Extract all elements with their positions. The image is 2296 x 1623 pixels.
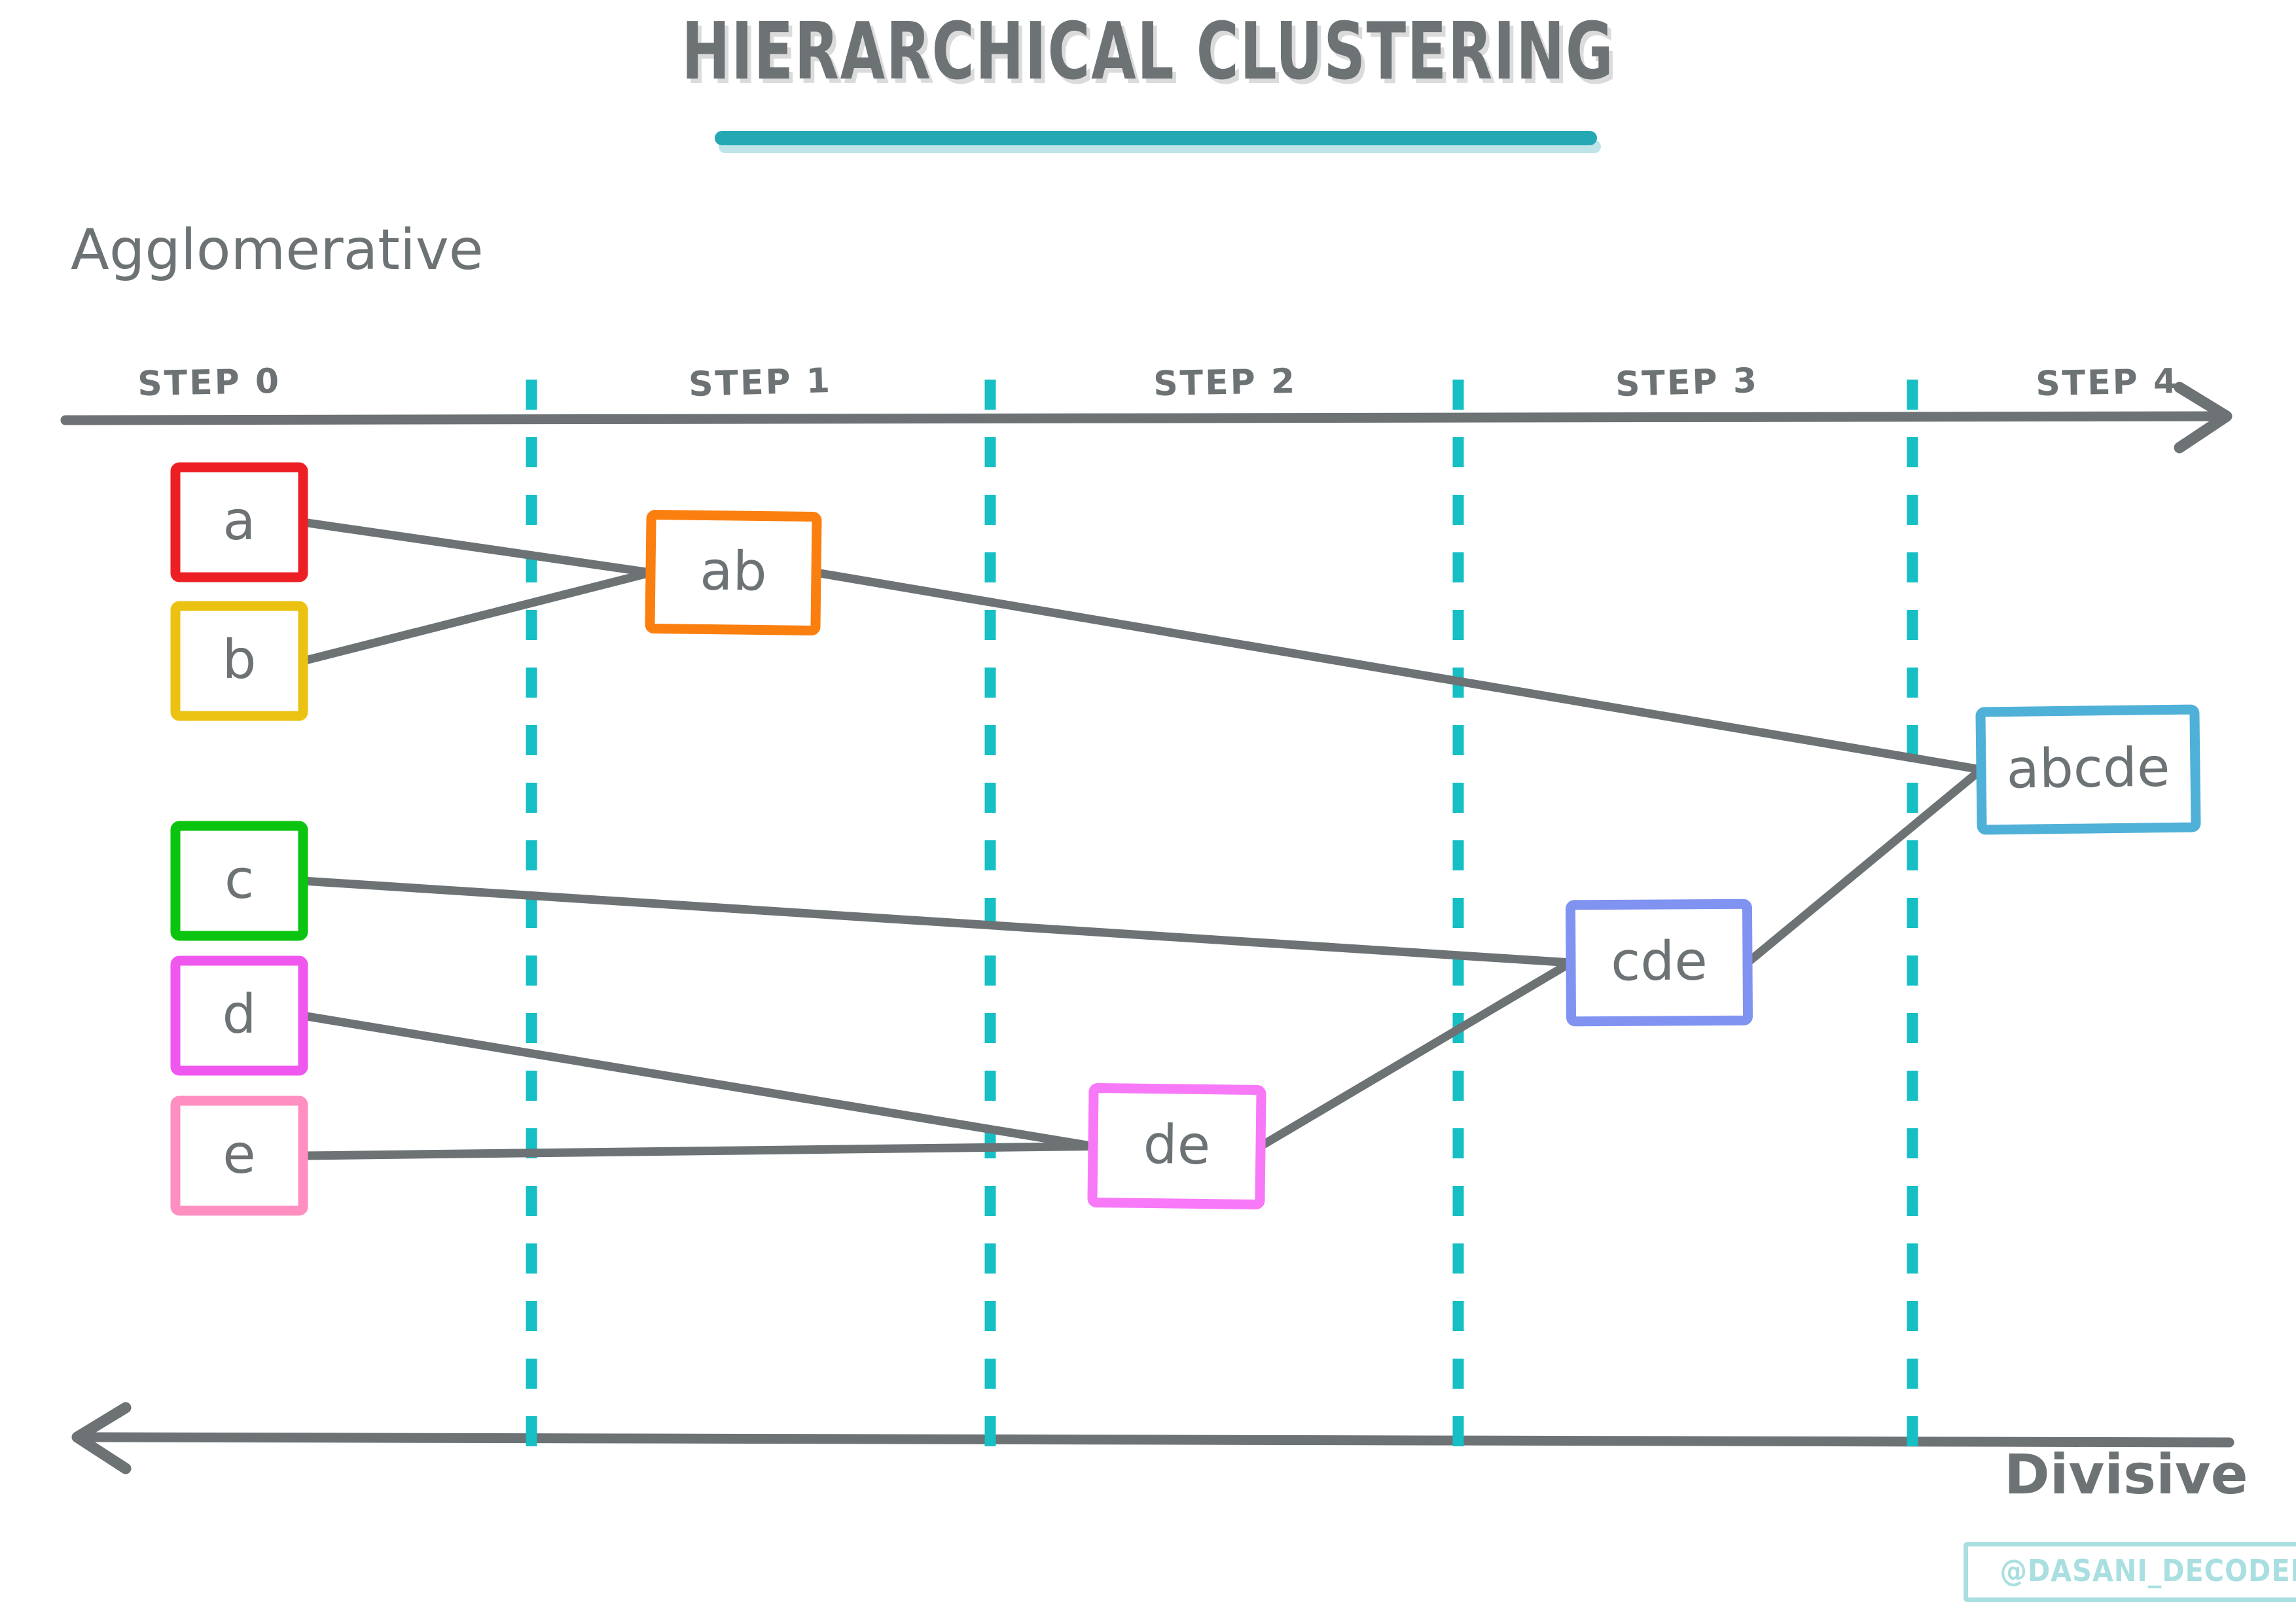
link-e-to-de (298, 1142, 1098, 1160)
step-label-4: STEP 4 (2036, 362, 2179, 404)
agglomerative-label: Agglomerative (71, 217, 484, 283)
step-label-1: STEP 1 (688, 361, 832, 404)
title-underline (715, 131, 1601, 153)
cluster-node-box-abcde (1975, 704, 2201, 835)
cluster-node-ab[interactable]: ab (645, 510, 822, 635)
cluster-node-label-ab: ab (700, 540, 767, 603)
cluster-node-label-a: a (223, 490, 255, 552)
cluster-node-label-e: e (223, 1124, 255, 1186)
cluster-node-box-c (170, 821, 308, 941)
link-cde-to-abcde (1743, 765, 1986, 967)
watermark-text: @DASANI_DECODED (2000, 1553, 2296, 1588)
step-labels: STEP 0 STEP 1 STEP 2 STEP 3 STEP 4 (137, 361, 2179, 404)
link-b-to-ab (298, 568, 655, 666)
page-title-text: HIERARCHICAL CLUSTERING (681, 7, 1615, 98)
step-label-2: STEP 2 (1153, 362, 1297, 404)
cluster-node-abcde[interactable]: abcde (1975, 704, 2201, 835)
cluster-node-box-cde (1565, 899, 1753, 1027)
cluster-node-box-b (170, 601, 308, 721)
divisive-label: Divisive (2004, 1442, 2248, 1507)
watermark: @DASANI_DECODED (1964, 1542, 2296, 1602)
cluster-node-box-d (170, 955, 308, 1076)
step-label-0: STEP 0 (137, 362, 281, 404)
top-axis (60, 382, 2233, 454)
cluster-node-label-d: d (222, 984, 256, 1046)
cluster-node-c[interactable]: c (170, 821, 308, 941)
agglomerative-label-text: Agglomerative (71, 217, 484, 283)
link-c-to-cde (298, 876, 1575, 967)
cluster-node-label-cde: cde (1611, 931, 1708, 993)
cluster-node-box-ab (645, 510, 822, 635)
bottom-axis (71, 1402, 2234, 1474)
cluster-node-label-c: c (224, 849, 254, 911)
link-a-to-ab (298, 518, 655, 577)
link-d-to-de (298, 1011, 1098, 1150)
cluster-node-de[interactable]: de (1087, 1083, 1266, 1209)
top-axis-arrowhead (2174, 382, 2233, 454)
cluster-node-box-e (170, 1096, 308, 1216)
bottom-axis-line (77, 1432, 2234, 1448)
cluster-node-label-abcde: abcde (2006, 736, 2170, 800)
cluster-node-d[interactable]: d (170, 955, 308, 1076)
cluster-node-cde[interactable]: cde (1565, 899, 1753, 1027)
cluster-node-label-b: b (222, 629, 256, 691)
link-ab-to-abcde (812, 568, 1986, 774)
cluster-node-box-de (1087, 1083, 1266, 1209)
cluster-node-e[interactable]: e (170, 1096, 308, 1216)
cluster-node-a[interactable]: a (170, 462, 308, 582)
dendrogram-links (298, 518, 1986, 1160)
top-axis-line (60, 411, 2225, 425)
cluster-node-box-a (170, 462, 308, 582)
link-de-to-cde (1256, 958, 1575, 1150)
step-label-3: STEP 3 (1615, 361, 1759, 404)
cluster-node-label-de: de (1143, 1114, 1211, 1177)
divisive-label-text: Divisive (2004, 1442, 2248, 1507)
page-title: HIERARCHICAL CLUSTERING (0, 7, 2296, 98)
bottom-axis-arrowhead (71, 1402, 132, 1474)
cluster-node-b[interactable]: b (170, 601, 308, 721)
step-dividers (526, 380, 1918, 1452)
